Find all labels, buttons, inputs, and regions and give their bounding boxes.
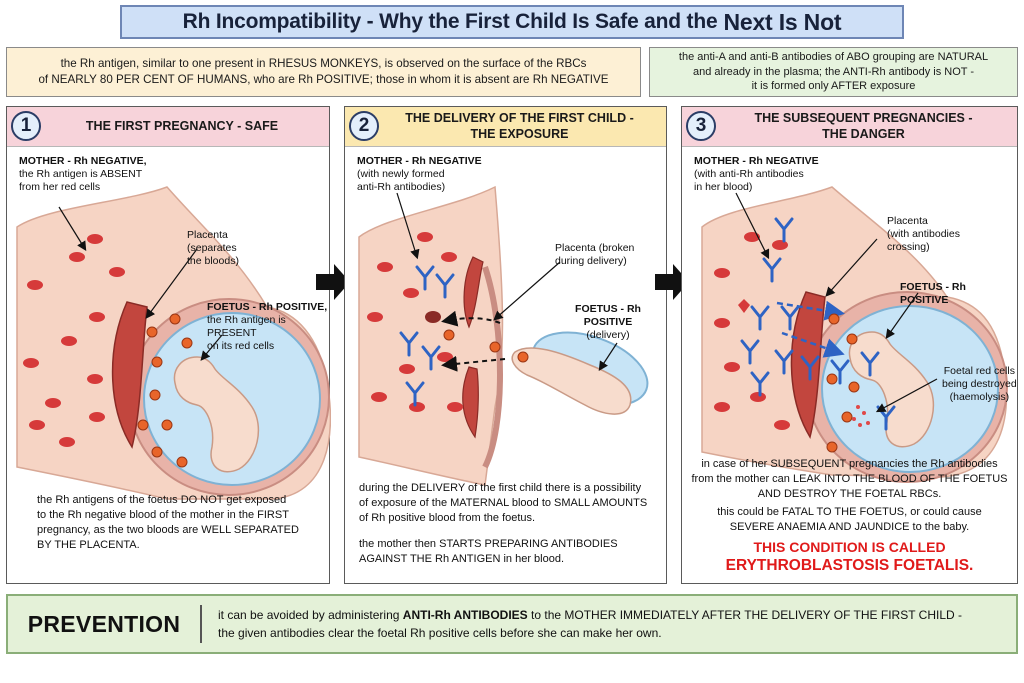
panel-1-foetus-label: FOETUS - Rh POSITIVE, the Rh antigen is … (207, 301, 328, 353)
condition-name: ERYTHROBLASTOSIS FOETALIS. (725, 557, 974, 574)
panel-1-placenta-label: Placenta (separates the bloods) (187, 229, 239, 268)
panel-2-heading-line-1: THE DELIVERY OF THE FIRST CHILD - (405, 110, 634, 125)
panel-1-heading: THE FIRST PREGNANCY - SAFE (7, 107, 329, 147)
panel-3-number: 3 (686, 111, 716, 141)
mother-body (358, 185, 504, 486)
delivery-illustration (358, 185, 649, 486)
panel-2-description: during the DELIVERY of the first child t… (359, 482, 648, 524)
info-left-line-1: the Rh antigen, similar to one present i… (60, 57, 587, 71)
prevention-text: it can be avoided by administering ANTI-… (202, 606, 962, 642)
foetal-cell-mixed (425, 311, 441, 323)
panel-3-placenta-label: Placenta (with antibodies crossing) (887, 215, 960, 254)
prevention-line-1-pre: it can be avoided by administering (218, 608, 400, 622)
title-main: Rh Incompatibility - Why the First Child… (182, 10, 718, 33)
info-right-line-2: and already in the plasma; the ANTI-Rh a… (692, 65, 975, 78)
info-box-rh-antigen: the Rh antigen, similar to one present i… (6, 47, 641, 97)
baby (511, 347, 632, 415)
placenta-lower (462, 366, 479, 439)
panel-2-heading: THE DELIVERY OF THE FIRST CHILD - THE EX… (345, 107, 666, 147)
arrow-right-icon (316, 264, 350, 300)
prevention-line-2: the given antibodies clear the foetal Rh… (218, 626, 662, 640)
maternal-red-cells (714, 232, 790, 430)
panel-3-description: in case of her SUBSEQUENT pregnancies th… (691, 458, 1008, 500)
placenta (111, 301, 148, 449)
panel-2-antibody-description: the mother then STARTS PREPARING ANTIBOD… (359, 538, 618, 565)
maternal-red-cells (23, 234, 125, 447)
panel-3-foetus-label: FOETUS - Rh POSITIVE (900, 281, 966, 307)
anti-rh-antibodies (399, 265, 455, 407)
prevention-title: PREVENTION (27, 610, 181, 637)
condition-name-intro: THIS CONDITION IS CALLED (753, 539, 946, 555)
prevention-line-1-bold: ANTI-Rh ANTIBODIES (402, 608, 528, 622)
panel-1-description: the Rh antigens of the foetus DO NOT get… (37, 494, 299, 551)
panel-1-number: 1 (11, 111, 41, 141)
info-left-line-2: of NEARLY 80 PER CENT OF HUMANS, who are… (38, 73, 609, 86)
placenta-upper (463, 256, 484, 329)
info-right-line-3: it is formed only AFTER exposure (751, 80, 916, 93)
panel-3-heading-line-1: THE SUBSEQUENT PREGNANCIES - (754, 110, 973, 125)
foetal-red-cells (137, 313, 193, 468)
birth-canal (482, 266, 503, 469)
foetus (173, 356, 260, 473)
panel-3-heading-line-2: THE DANGER (822, 126, 905, 141)
panel-3-danger-description: this could be FATAL TO THE FOETUS, or co… (717, 506, 982, 533)
info-right-line-1: the anti-A and anti-B antibodies of ABO … (678, 50, 989, 63)
panel-subsequent-pregnancies: THE SUBSEQUENT PREGNANCIES - THE DANGER … (681, 106, 1018, 584)
damaged-cell (738, 299, 750, 313)
panel-3-heading: THE SUBSEQUENT PREGNANCIES - THE DANGER (682, 107, 1017, 147)
panel-3-foetal-cells-label: Foetal red cells being destroyed (haemol… (942, 365, 1017, 404)
haemolysed-cells (852, 405, 870, 427)
panel-3-mother-label: MOTHER - Rh NEGATIVE (with anti-Rh antib… (694, 155, 819, 194)
panel-first-pregnancy: THE FIRST PREGNANCY - SAFE 1 (6, 106, 331, 584)
prevention-divider (200, 605, 202, 643)
first-pregnancy-illustration (16, 186, 331, 500)
panel-2-number: 2 (349, 111, 379, 141)
info-box-antibodies: the anti-A and anti-B antibodies of ABO … (649, 47, 1018, 97)
foetal-red-cells (826, 313, 860, 453)
panel-2-mother-label: MOTHER - Rh NEGATIVE (with newly formed … (357, 155, 482, 194)
prevention-box: PREVENTION it can be avoided by administ… (6, 594, 1018, 654)
panel-1-heading-text: THE FIRST PREGNANCY - SAFE (85, 118, 279, 133)
panel-2-placenta-label: Placenta (broken during delivery) (555, 242, 635, 268)
panel-2-foetus-label: FOETUS - Rh POSITIVE (delivery) (575, 303, 641, 342)
title-emphasis: Next Is Not (723, 8, 842, 35)
prevention-line-1-post: to the MOTHER IMMEDIATELY AFTER THE DELI… (531, 608, 963, 622)
anti-rh-antibodies (740, 217, 896, 431)
subsequent-pregnancy-illustration (701, 186, 1008, 483)
page-title: Rh Incompatibility - Why the First Child… (120, 5, 904, 39)
arrow-right-icon (655, 264, 689, 300)
panel-1-mother-label: MOTHER - Rh NEGATIVE, the Rh antigen is … (19, 155, 147, 194)
panel-2-heading-line-2: THE EXPOSURE (470, 126, 569, 141)
foetal-red-cells (443, 329, 529, 363)
panel-first-delivery: THE DELIVERY OF THE FIRST CHILD - THE EX… (344, 106, 667, 584)
